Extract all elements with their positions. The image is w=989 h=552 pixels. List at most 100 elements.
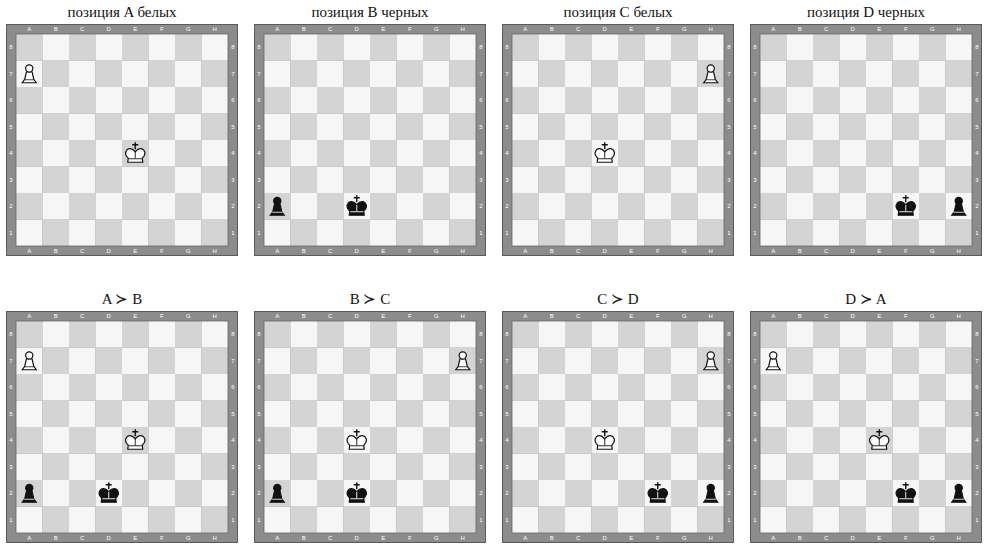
coordinate-label: B [539, 311, 566, 321]
board-square [423, 61, 450, 88]
coordinate-label: 5 [750, 114, 760, 141]
board-square [919, 193, 946, 220]
board-square [317, 167, 344, 194]
coordinate-label: E [370, 24, 397, 34]
coordinate-label: A [16, 24, 43, 34]
board-square [122, 401, 149, 428]
board-square [149, 34, 176, 61]
coordinate-label: 8 [502, 321, 512, 348]
board-square [698, 140, 725, 167]
board-square [645, 507, 672, 534]
board-square [122, 321, 149, 348]
coordinate-label: 1 [228, 220, 238, 247]
coordinate-label: C [813, 246, 840, 256]
board-square [946, 87, 973, 114]
board-square [919, 114, 946, 141]
coordinate-label: 4 [476, 427, 486, 454]
board-square [202, 321, 229, 348]
board-square [698, 87, 725, 114]
board-square [919, 87, 946, 114]
coordinate-label: 6 [750, 374, 760, 401]
board-square [122, 61, 149, 88]
board-square [344, 140, 371, 167]
board-square [698, 454, 725, 481]
board-square [96, 167, 123, 194]
coordinate-label: H [698, 24, 725, 34]
board-square [69, 427, 96, 454]
coordinate-label: B [291, 246, 318, 256]
board-square [565, 401, 592, 428]
board-square [317, 87, 344, 114]
board-square [423, 427, 450, 454]
board-square [291, 454, 318, 481]
board-square [344, 193, 371, 220]
coordinate-label: 5 [254, 401, 264, 428]
board-square [840, 401, 867, 428]
board-square [760, 61, 787, 88]
board-square [565, 34, 592, 61]
board-square [893, 140, 920, 167]
board-square [175, 348, 202, 375]
board-square [645, 454, 672, 481]
board-square [16, 454, 43, 481]
board-square [893, 427, 920, 454]
board-square [760, 454, 787, 481]
coordinate-label: F [893, 246, 920, 256]
king-piece [595, 429, 614, 449]
board-square [370, 140, 397, 167]
coordinate-label: 1 [750, 220, 760, 247]
coordinate-label: 8 [254, 34, 264, 61]
coordinate-label: 8 [6, 34, 16, 61]
board-square [264, 427, 291, 454]
board-square [122, 87, 149, 114]
coordinate-label: H [450, 311, 477, 321]
position-heading: позиция B черных [246, 2, 494, 22]
coordinate-label: D [592, 24, 619, 34]
board-square [946, 167, 973, 194]
coordinate-label: E [122, 24, 149, 34]
board-square [760, 193, 787, 220]
coordinate-label: 8 [6, 321, 16, 348]
coordinate-label: H [450, 533, 477, 543]
board-frame [255, 312, 486, 543]
board-square [645, 374, 672, 401]
coordinate-label: 5 [228, 401, 238, 428]
board-square [175, 114, 202, 141]
board-square [840, 507, 867, 534]
position-heading: позиция A белых [0, 2, 246, 22]
coordinate-label: H [202, 24, 229, 34]
coordinate-label: A [16, 311, 43, 321]
board-edge [264, 321, 476, 533]
coordinate-label: 3 [750, 454, 760, 481]
coordinate-label: 2 [6, 193, 16, 220]
board-edge [760, 34, 972, 246]
board-square [264, 34, 291, 61]
board-square [645, 61, 672, 88]
board-square [450, 507, 477, 534]
coordinate-label: 6 [502, 374, 512, 401]
board-square [149, 140, 176, 167]
board-square [592, 427, 619, 454]
coordinate-label: D [840, 24, 867, 34]
coordinate-label: 3 [254, 167, 264, 194]
board-square [592, 374, 619, 401]
board-square [512, 61, 539, 88]
coordinate-label: H [202, 246, 229, 256]
chess-board [751, 312, 982, 543]
board-square [423, 454, 450, 481]
board-square [946, 374, 973, 401]
board-square [202, 167, 229, 194]
coordinate-label: 4 [254, 427, 264, 454]
coordinate-label: F [893, 533, 920, 543]
board-square [450, 374, 477, 401]
board-square [175, 427, 202, 454]
board-square [450, 480, 477, 507]
pawn-piece [270, 197, 284, 215]
board-square [344, 321, 371, 348]
coordinate-label: 1 [972, 507, 982, 534]
coordinate-label: A [760, 311, 787, 321]
coordinate-label: A [760, 533, 787, 543]
coordinate-label: 2 [254, 193, 264, 220]
board-square [175, 167, 202, 194]
chess-board [255, 25, 486, 256]
